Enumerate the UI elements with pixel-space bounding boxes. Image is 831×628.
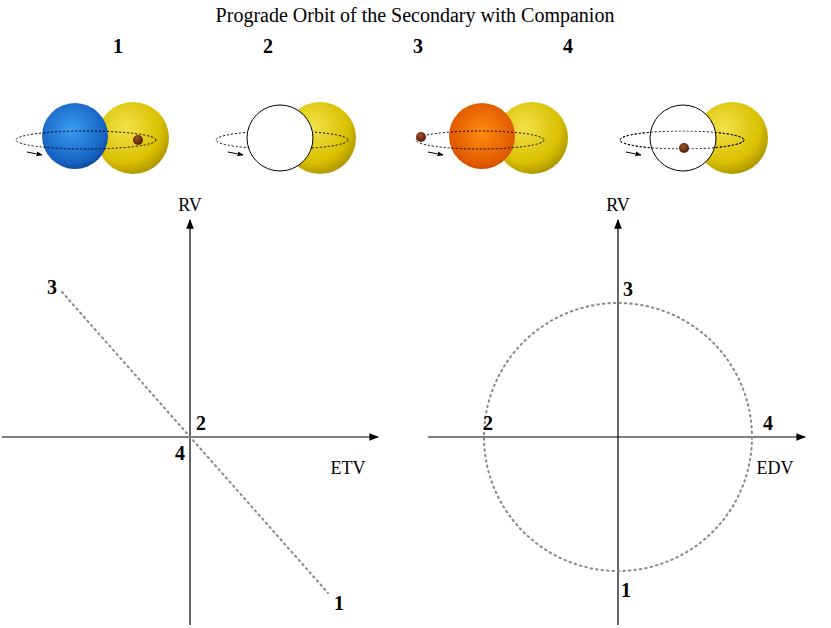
point-number: 2	[196, 413, 206, 433]
axis-label: RV	[178, 196, 202, 214]
panel-number: 2	[263, 36, 273, 56]
point-number: 1	[334, 593, 344, 613]
point-number: 1	[621, 580, 631, 600]
etv-rv-plot	[2, 220, 378, 625]
eclipse-panel-4	[620, 102, 768, 174]
axis-label: RV	[606, 196, 630, 214]
panel-number: 3	[413, 36, 423, 56]
point-number: 4	[763, 413, 773, 433]
eclipse-panel-2	[216, 102, 356, 174]
panel-number: 4	[563, 36, 573, 56]
axis-label: ETV	[331, 459, 366, 477]
point-number: 4	[175, 443, 185, 463]
point-number: 2	[483, 413, 493, 433]
edv-rv-plot	[428, 220, 805, 625]
point-number: 3	[47, 277, 57, 297]
axis-label: EDV	[757, 459, 794, 477]
panel-number: 1	[113, 36, 123, 56]
eclipse-panel-3	[416, 102, 568, 174]
point-number: 3	[623, 279, 633, 299]
eclipse-panel-1	[16, 102, 169, 174]
diagram-title: Prograde Orbit of the Secondary with Com…	[216, 5, 615, 25]
